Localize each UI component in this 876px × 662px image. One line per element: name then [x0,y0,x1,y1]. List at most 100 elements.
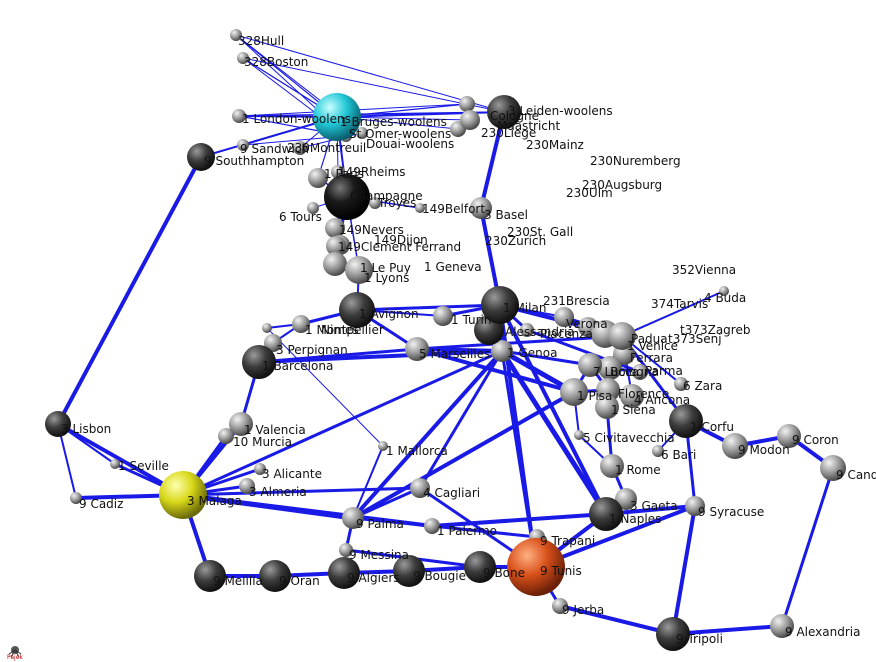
node-siena[interactable] [595,395,619,419]
label-vienna: 352Vienna [672,263,736,277]
node-cadiz[interactable] [70,492,82,504]
node-champagne[interactable] [324,174,370,220]
label-malaga: 3 Malaga [187,494,242,508]
label-civitavecchia: 5 Civitavecchia [583,431,675,445]
node-civitavecchia[interactable] [574,430,584,440]
node-nevers[interactable] [325,218,345,238]
label-tours: 6 Tours [279,210,322,224]
node-perpignan[interactable] [264,334,282,352]
node-valencia[interactable] [229,412,253,436]
node-palermo[interactable] [424,518,440,534]
label-algiers: 9 Algiers [347,571,400,585]
node-barcelona[interactable] [242,345,276,379]
edge-palermo-naples [430,512,608,528]
pajek-logo-icon [8,646,22,658]
label-alicante: 3 Alicante [262,467,322,481]
node-corfu[interactable] [669,404,703,438]
label-lucca: 7 Lucca [593,365,639,379]
node-london[interactable] [232,109,246,123]
label-stomer: St Omer-woolens [349,127,451,141]
edge-barcelona-genoa [257,349,504,364]
node-candia[interactable] [820,455,846,481]
label-zagreb: t373Zagreb [680,323,750,337]
node-tours[interactable] [307,202,319,214]
node-lepuy[interactable] [323,252,347,276]
label-alessandria: Alessandria [505,325,575,339]
node-tunis[interactable] [507,538,565,596]
node-melilla[interactable] [194,560,226,592]
node-bari[interactable] [652,445,664,457]
label-verona: Verona [566,317,608,331]
node-naples[interactable] [589,497,623,531]
node-boston[interactable] [237,52,249,64]
node-clermont[interactable] [326,236,346,256]
node-parma[interactable] [632,364,648,380]
node-jerba[interactable] [552,598,568,614]
node-montpellier[interactable] [292,315,310,333]
node-palma[interactable] [342,507,364,529]
node-gaeta[interactable] [615,488,637,510]
node-pisa[interactable] [560,378,588,406]
node-almeria[interactable] [239,478,255,494]
label-bologna: Bologna [610,365,659,379]
node-leiden[interactable] [487,95,521,129]
node-nimes[interactable] [262,323,272,333]
node-southhampton[interactable] [187,143,215,171]
node-syracuse[interactable] [685,496,705,516]
node-basel[interactable] [470,197,492,219]
label-rheims: 149Rheims [338,165,406,179]
node-genoa[interactable] [491,340,513,362]
node-ancona[interactable] [620,384,644,408]
label-ulm: 230Ulm [566,186,613,200]
node-tripoli[interactable] [656,617,690,651]
node-modon[interactable] [722,433,748,459]
node-bologna[interactable] [598,356,622,380]
node-buda[interactable] [719,286,729,296]
node-montreuil[interactable] [293,141,307,155]
node-mallorca[interactable] [378,441,388,451]
node-algiers[interactable] [328,557,360,589]
node-lyons[interactable] [345,256,373,284]
node-lisbon[interactable] [45,411,71,437]
node-piacenza[interactable] [520,323,534,337]
node-milan[interactable] [481,286,519,324]
node-bougie[interactable] [393,555,425,587]
node-bone[interactable] [464,551,496,583]
node-turin[interactable] [433,306,453,326]
node-malaga[interactable] [159,471,207,519]
edge-southhampton-lisbon [56,155,203,426]
label-sandwich: 9 Sandwich [240,142,309,156]
node-sandwich[interactable] [237,139,249,151]
node-alicante[interactable] [254,463,266,475]
label-pisa: 1 Pisa [577,389,612,403]
label-siena: 1 Siena [611,403,656,417]
label-basel: 3 Basel [484,208,528,222]
node-coron[interactable] [777,424,801,448]
node-troyes[interactable] [369,197,381,209]
node-cologne[interactable] [459,96,475,112]
node-marseilles[interactable] [405,337,429,361]
node-avignon[interactable] [339,292,375,328]
label-montreuil: 230Montreuil [287,141,366,155]
node-brescia[interactable] [554,307,574,327]
node-seville[interactable] [110,459,120,469]
node-oran[interactable] [259,560,291,592]
node-murcia[interactable] [218,428,234,444]
node-messina[interactable] [339,543,353,557]
node-zara[interactable] [674,377,688,391]
label-candia: 9 Candia [836,468,876,482]
node-florence[interactable] [596,378,620,402]
edge-nimes-mallorca [266,327,384,447]
node-douai[interactable] [356,127,368,139]
node-maastricht[interactable] [460,110,480,130]
node-cagliari[interactable] [410,478,430,498]
node-lucca[interactable] [578,353,602,377]
node-alexandria[interactable] [770,614,794,638]
node-belfort[interactable] [415,203,425,213]
label-rome: 1 Rome [615,463,661,477]
node-venice[interactable] [608,322,636,350]
node-paris[interactable] [308,168,328,188]
node-bruges[interactable] [313,93,361,141]
node-hull[interactable] [230,29,242,41]
node-rome[interactable] [600,454,624,478]
